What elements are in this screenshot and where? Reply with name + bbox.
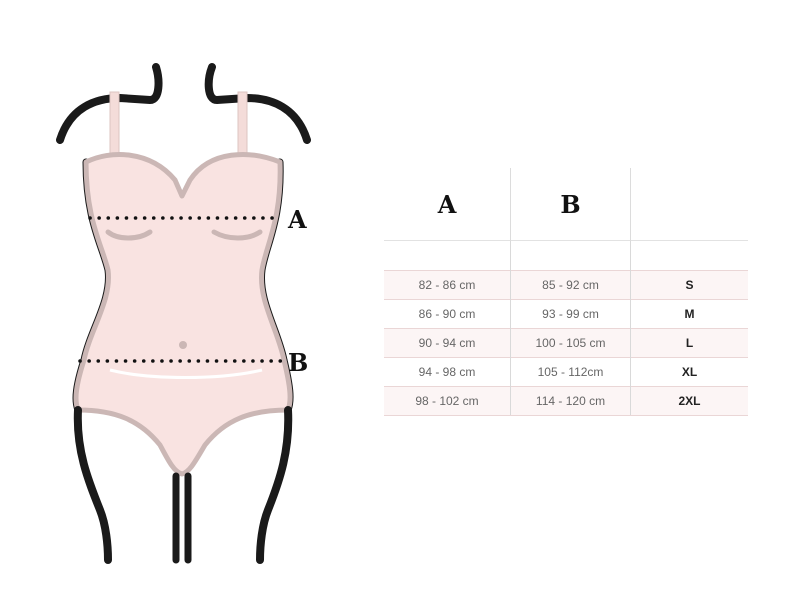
left-cup-line [105, 229, 153, 241]
cell-a: 98 - 102 cm [384, 386, 511, 416]
table-header-row: A B [384, 168, 748, 241]
cell-a: 94 - 98 cm [384, 357, 511, 387]
cell-b: 114 - 120 cm [510, 386, 631, 416]
header-size [630, 168, 748, 241]
size-chart-table: A B 82 - 86 cm 85 - 92 cm S 86 - 90 cm 9… [384, 168, 748, 416]
cell-a: 90 - 94 cm [384, 328, 511, 358]
right-strap [237, 91, 248, 161]
cell-b: 105 - 112cm [510, 357, 631, 387]
header-b: B [510, 168, 631, 241]
cell-b: 93 - 99 cm [510, 299, 631, 329]
cell-size: 2XL [630, 386, 748, 416]
header-a: A [437, 189, 457, 219]
marker-a: A [287, 205, 307, 234]
marker-b: B [288, 348, 308, 377]
table-row: 94 - 98 cm 105 - 112cm XL [384, 357, 748, 387]
cell-size: L [630, 328, 748, 358]
cell-size: XL [630, 357, 748, 387]
bodysuit-fabric [73, 152, 293, 477]
table-row: 82 - 86 cm 85 - 92 cm S [384, 270, 748, 300]
right-leg-line [256, 406, 293, 564]
cell-size: M [630, 299, 748, 329]
table-row: 86 - 90 cm 93 - 99 cm M [384, 299, 748, 329]
right-shoulder-line [204, 63, 311, 144]
cell-a: 86 - 90 cm [384, 299, 511, 329]
waistband-line [109, 368, 263, 379]
cell-b: 85 - 92 cm [510, 270, 631, 300]
right-cup-line [211, 229, 263, 241]
left-shoulder-line [56, 63, 163, 144]
table-spacer-row [384, 240, 748, 271]
navel [179, 341, 187, 349]
cell-a: 82 - 86 cm [384, 270, 511, 300]
table-row: 98 - 102 cm 114 - 120 cm 2XL [384, 386, 748, 416]
table-row: 90 - 94 cm 100 - 105 cm L [384, 328, 748, 358]
cell-size: S [630, 270, 748, 300]
body-measurement-figure: A B [56, 63, 311, 564]
cell-b: 100 - 105 cm [510, 328, 631, 358]
left-leg-line [73, 406, 112, 564]
left-strap [109, 91, 120, 161]
